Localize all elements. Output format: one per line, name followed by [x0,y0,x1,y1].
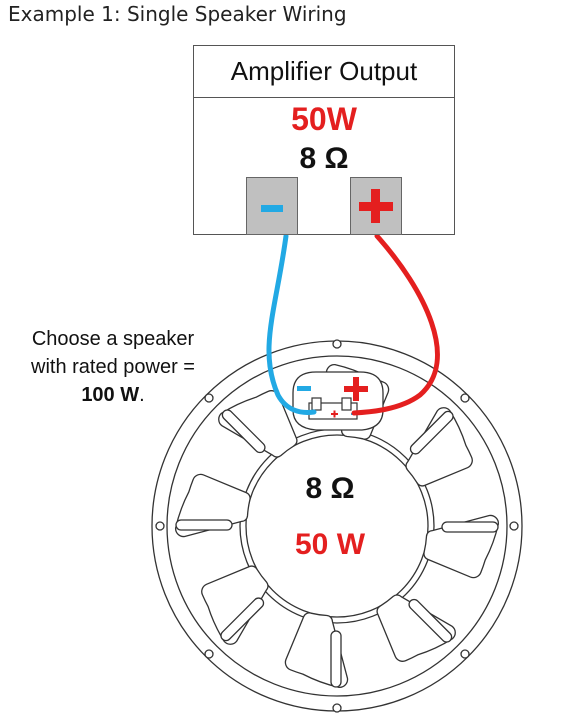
speaker-terminal-block [292,371,384,431]
diagram-title: Example 1: Single Speaker Wiring [8,2,347,26]
frame-window [174,473,251,538]
speaker-impedance: 8 Ω [305,472,355,505]
negative-wire [266,233,317,415]
mount-hole [155,521,165,531]
speaker-dust-ring [245,434,429,618]
plus-icon-vertical [371,189,380,223]
frame-windows [174,363,500,689]
positive-wire [351,233,440,416]
note-line-3: 100 W. [8,381,218,409]
speaker-inner-rim [166,355,508,697]
frame-window [423,514,500,579]
note-line-1: Choose a speaker [31,328,195,350]
mount-hole [204,393,214,403]
terminal-tab-negative [311,397,322,411]
speaker-power: 50 W [294,528,366,561]
speaker-recommendation-note: Choose a speaker with rated power = 100 … [8,325,218,409]
note-line-2: with rated power = [31,356,195,378]
mount-hole [509,521,519,531]
frame-window [218,390,298,458]
mounting-holes [155,339,519,713]
mount-hole [204,649,214,659]
negative-terminal [246,177,298,235]
note-value: 100 W [81,384,140,406]
frame-window [376,594,456,662]
frame-window [405,407,473,487]
mount-hole [460,649,470,659]
rib-slot [175,519,233,531]
frame-window [201,565,269,645]
small-plus-marker-vertical [333,410,336,418]
speaker-plus-marker-vertical [353,377,359,401]
positive-terminal [350,177,402,235]
rib-slot [441,521,499,533]
terminal-housing [292,371,384,431]
amplifier-impedance: 8 Ω [299,142,349,175]
rib-slot [330,630,342,688]
rib-slot [408,598,453,643]
terminal-tab-positive [341,397,352,411]
rib-slot [220,597,265,642]
mount-hole [332,703,342,713]
amplifier-title: Amplifier Output [194,46,454,98]
rib-slot [409,410,454,455]
rib-slots [175,409,499,688]
mount-hole [332,339,342,349]
rib-slot [221,409,266,454]
speaker-minus-marker [297,386,311,391]
minus-icon [261,205,283,212]
speaker-cone [239,428,435,624]
amplifier-output-box: Amplifier Output 50W 8 Ω [193,45,455,235]
mount-hole [460,393,470,403]
amplifier-power: 50W [291,101,357,137]
frame-window [284,612,349,689]
note-suffix: . [139,384,145,406]
